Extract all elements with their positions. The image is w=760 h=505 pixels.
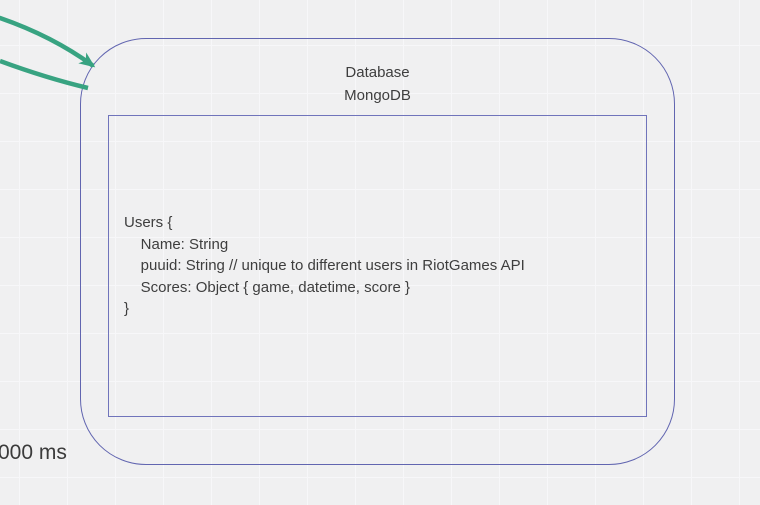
schema-text-block[interactable]: Users { Name: String puuid: String // un… bbox=[109, 116, 646, 416]
latency-label[interactable]: 000 ms bbox=[0, 441, 67, 464]
schema-line: puuid: String // unique to different use… bbox=[124, 257, 525, 275]
schema-box[interactable]: Users { Name: String puuid: String // un… bbox=[108, 115, 647, 417]
schema-line: Users { bbox=[124, 214, 173, 232]
node-title-line1: Database bbox=[345, 64, 410, 81]
database-node[interactable]: Database MongoDB bbox=[80, 38, 675, 465]
arrow-right-icon[interactable] bbox=[0, 58, 89, 91]
schema-line: Name: String bbox=[124, 235, 229, 253]
schema-line: } bbox=[124, 300, 130, 318]
node-title-block[interactable]: Database MongoDB bbox=[81, 39, 674, 107]
schema-line: Scores: Object { game, datetime, score } bbox=[124, 278, 410, 296]
incoming-connectors bbox=[0, 15, 96, 91]
arrow-right-icon[interactable] bbox=[0, 15, 96, 68]
node-title-line2: MongoDB bbox=[344, 87, 411, 104]
